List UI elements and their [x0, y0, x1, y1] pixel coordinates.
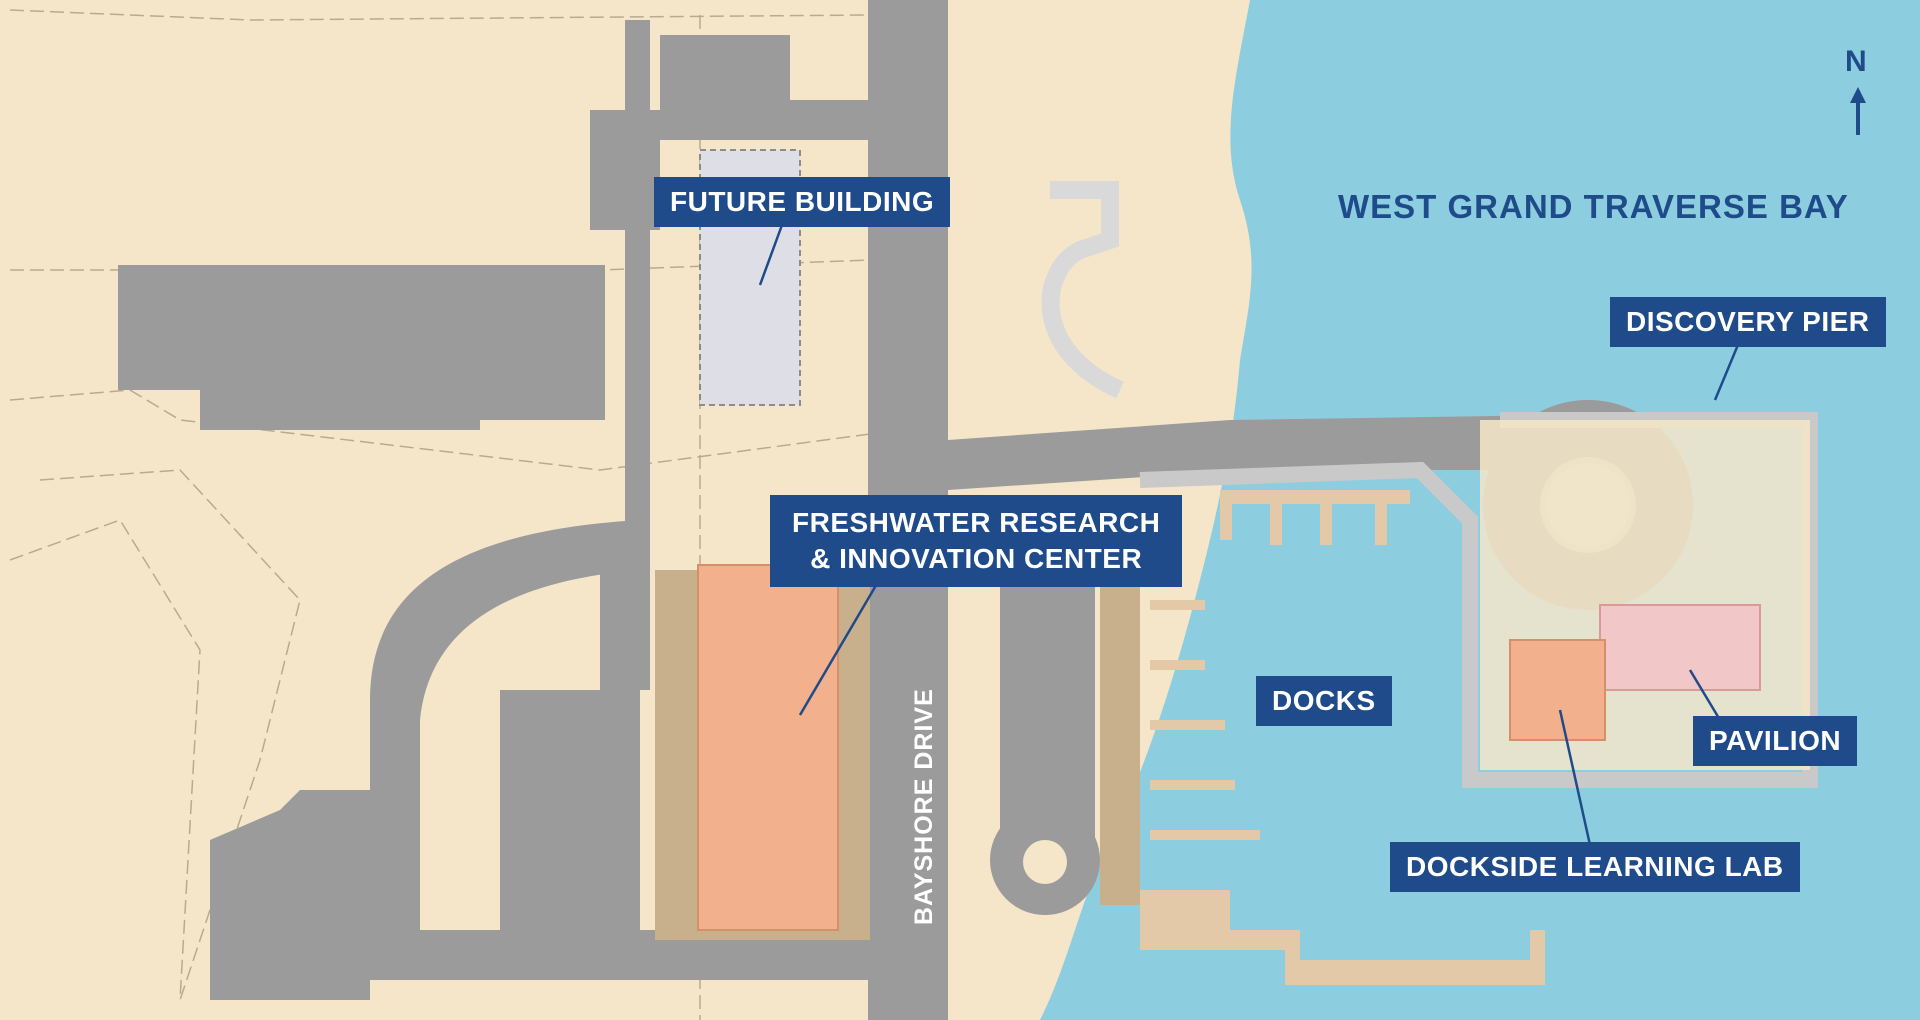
label-future-building: FUTURE BUILDING: [654, 177, 951, 227]
bay-name: WEST GRAND TRAVERSE BAY: [1338, 188, 1849, 225]
label-dockside-lab: DOCKSIDE LEARNING LAB: [1390, 842, 1800, 892]
label-discovery-pier: DISCOVERY PIER: [1610, 297, 1886, 347]
dock-fingers: [1140, 490, 1545, 985]
plaza-curve: [1041, 181, 1124, 399]
north-label: N: [1845, 45, 1867, 78]
leader-lines: [758, 224, 1742, 846]
north-arrow-icon: [1850, 87, 1866, 135]
dock-walkway: [1100, 575, 1140, 905]
road-name: BAYSHORE DRIVE: [910, 688, 938, 925]
label-pavilion: PAVILION: [1693, 716, 1858, 766]
label-freshwater-center: FRESHWATER RESEARCH & INNOVATION CENTER: [770, 495, 1183, 587]
freshwater-center-building: [697, 564, 839, 931]
roads: [118, 0, 1693, 1020]
dockside-lab-building: [1509, 639, 1606, 741]
label-docks: DOCKS: [1256, 676, 1392, 726]
label-freshwater-line1: FRESHWATER RESEARCH: [792, 507, 1161, 538]
dock-turnaround-island: [1023, 840, 1067, 884]
pavilion-building: [1599, 604, 1761, 691]
label-freshwater-line2: & INNOVATION CENTER: [810, 543, 1143, 574]
